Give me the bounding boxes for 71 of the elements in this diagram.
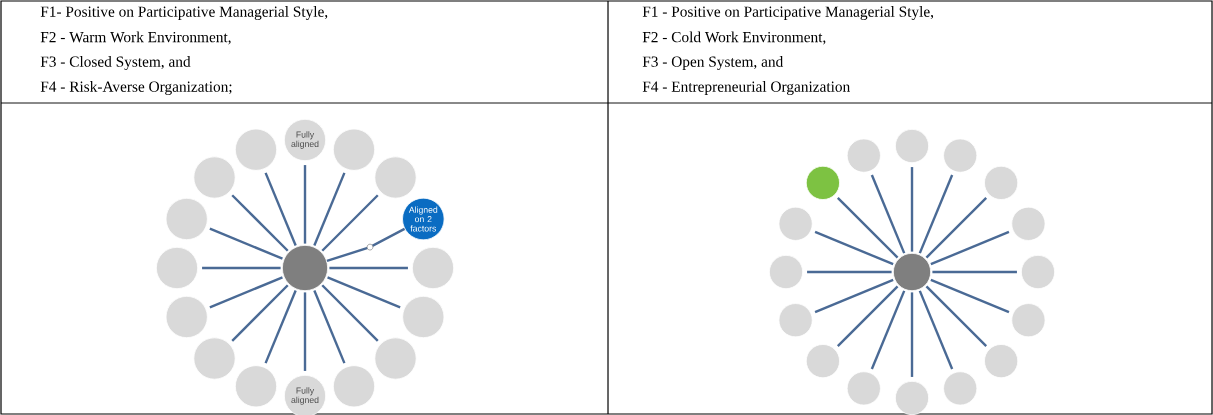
spoke-line	[313, 172, 346, 246]
outer-circle	[943, 371, 978, 406]
outer-circle	[1011, 206, 1046, 241]
spoke-line	[932, 270, 1017, 274]
outer-circle	[943, 138, 978, 173]
outer-circle	[846, 371, 881, 406]
outer-circle	[984, 344, 1019, 379]
table-text: F3 - Open System, and	[642, 56, 784, 70]
outer-circle	[374, 337, 417, 380]
spoke-line	[918, 290, 954, 370]
outer-circle	[778, 206, 813, 241]
outer-circle	[894, 128, 930, 164]
highlighted-circle	[805, 165, 840, 200]
spoke-line	[329, 266, 408, 270]
spoke-line	[209, 276, 283, 309]
hub-circle	[281, 244, 329, 292]
spoke-line	[202, 266, 281, 270]
spoke-line	[313, 290, 346, 364]
outer-circle	[165, 197, 208, 241]
spoke-line	[321, 194, 379, 252]
spoke-line	[326, 227, 406, 263]
outer-circle	[894, 380, 930, 415]
outer-circle	[332, 365, 376, 408]
spoke-line	[930, 278, 1010, 314]
outer-circle	[805, 344, 840, 379]
spoke-line	[264, 172, 297, 246]
outer-circle	[193, 156, 236, 199]
table-text: F1- Positive on Participative Managerial Style,	[40, 6, 328, 20]
spoke-line	[836, 196, 899, 259]
outer-circle	[846, 138, 881, 173]
spoke-line	[807, 270, 892, 274]
spoke-line	[910, 292, 914, 377]
outer-circle	[165, 295, 208, 339]
spoke-line	[814, 230, 894, 266]
spoke-line	[925, 285, 988, 348]
spoke-line	[870, 290, 906, 370]
spoke-line	[925, 196, 988, 259]
table-text: F2 - Warm Work Environment,	[40, 31, 231, 45]
spoke-line	[836, 285, 899, 348]
outer-circle	[234, 128, 278, 171]
spoke-line	[231, 284, 289, 342]
spoke-line	[303, 292, 307, 371]
spoke-line	[321, 284, 379, 342]
spoke-line	[231, 194, 289, 252]
outer-circle	[155, 246, 199, 290]
outer-circle	[768, 254, 804, 290]
outer-circle	[1020, 254, 1056, 290]
outer-circle	[1011, 303, 1046, 338]
table-text: F3 - Closed System, and	[40, 56, 191, 70]
table-text: F2 - Cold Work Environment,	[642, 31, 826, 45]
table-text: F1 - Positive on Participative Managerial Style,	[642, 6, 934, 20]
spoke-line	[910, 167, 914, 252]
outer-circle	[234, 365, 278, 408]
table-text: F4 - Entrepreneurial Organization	[642, 81, 850, 95]
outer-circle	[411, 246, 455, 290]
spoke-line	[870, 174, 906, 254]
table-text: F4 - Risk-Averse Organization;	[40, 81, 232, 95]
spoke-line	[209, 227, 283, 260]
outer-circle	[374, 156, 417, 199]
hub-circle	[892, 252, 932, 292]
outer-circle	[984, 165, 1019, 200]
spoke-line	[814, 278, 894, 314]
spoke-line	[327, 276, 401, 309]
outer-circle	[778, 303, 813, 338]
outer-circle	[193, 337, 236, 380]
outer-circle	[332, 128, 376, 171]
spoke-line	[918, 174, 954, 254]
outer-circle	[402, 295, 445, 339]
spoke-line	[930, 230, 1010, 266]
spoke-line	[264, 290, 297, 364]
spoke-line	[303, 165, 307, 244]
